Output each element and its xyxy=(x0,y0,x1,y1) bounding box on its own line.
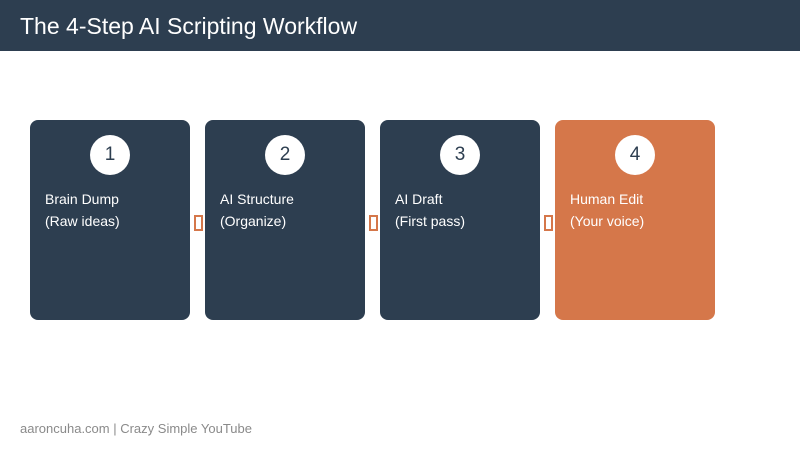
step-title: Brain Dump xyxy=(45,191,119,207)
step-number-badge: 3 xyxy=(440,135,480,175)
step-card-1: 1 Brain Dump (Raw ideas) xyxy=(30,120,190,320)
step-number-badge: 2 xyxy=(265,135,305,175)
arrow-right-icon xyxy=(194,215,203,231)
step-subtitle: (Your voice) xyxy=(570,213,645,229)
page-title: The 4-Step AI Scripting Workflow xyxy=(20,13,358,39)
step-subtitle: (Organize) xyxy=(220,213,287,229)
footer-credit: aaroncuha.com | Crazy Simple YouTube xyxy=(20,421,252,436)
step-subtitle: (Raw ideas) xyxy=(45,213,120,229)
step-number-badge: 4 xyxy=(615,135,655,175)
step-title: AI Draft xyxy=(395,191,443,207)
step-card-4: 4 Human Edit (Your voice) xyxy=(555,120,715,320)
step-card-2: 2 AI Structure (Organize) xyxy=(205,120,365,320)
step-subtitle: (First pass) xyxy=(395,213,465,229)
header-bar: The 4-Step AI Scripting Workflow xyxy=(0,0,800,51)
step-card-3: 3 AI Draft (First pass) xyxy=(380,120,540,320)
step-number-badge: 1 xyxy=(90,135,130,175)
step-title: Human Edit xyxy=(570,191,644,207)
step-title: AI Structure xyxy=(220,191,294,207)
arrow-right-icon xyxy=(369,215,378,231)
arrow-right-icon xyxy=(544,215,553,231)
